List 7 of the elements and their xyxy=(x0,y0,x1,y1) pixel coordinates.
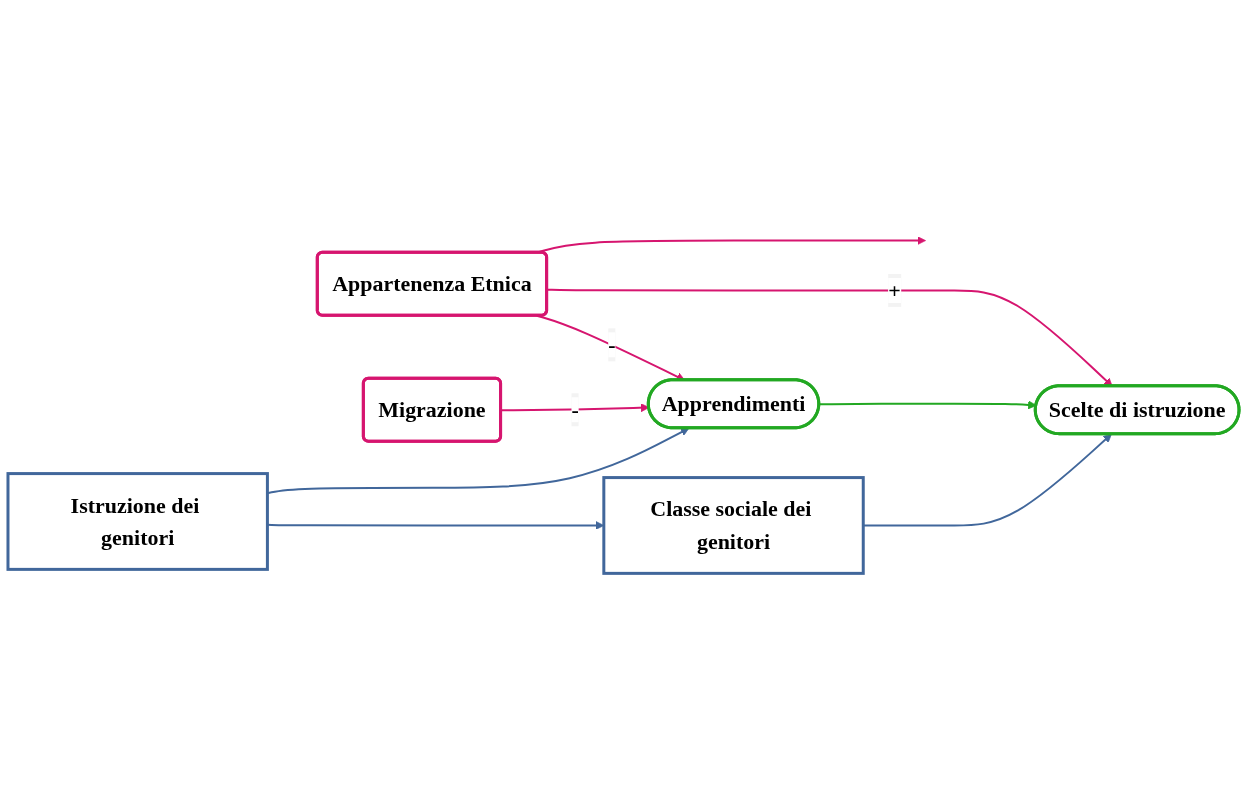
node-box: Istruzione dei genitori xyxy=(6,472,269,571)
edge-label: - xyxy=(608,332,616,358)
arrow xyxy=(818,400,1037,410)
node-box: Classe sociale dei genitori xyxy=(602,476,865,575)
edge-label: + xyxy=(888,278,901,303)
edge-label: - xyxy=(571,397,579,423)
arrow xyxy=(500,403,650,413)
